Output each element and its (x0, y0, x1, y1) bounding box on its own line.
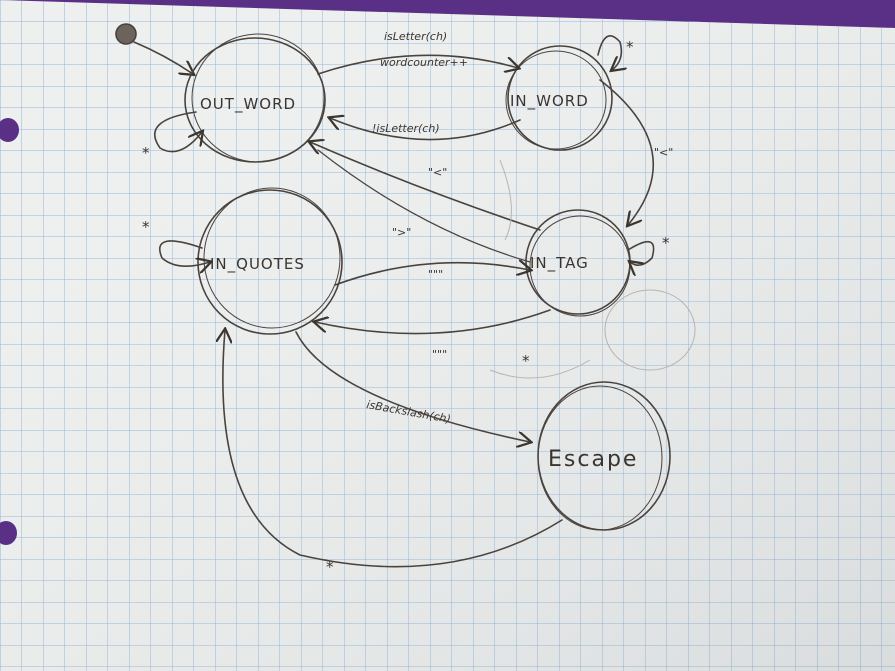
label-tag-to-quotes: """ (432, 348, 447, 361)
label-quotes-to-tag: """ (428, 268, 443, 281)
label-in-tag: IN_TAG (530, 254, 589, 273)
start-arrow (133, 41, 193, 74)
label-escape: Escape (548, 447, 638, 472)
label-in-word-to-tag: "<" (654, 146, 673, 159)
edge-escape-to-quotes (223, 330, 563, 568)
label-self-loop-quotes: * (142, 218, 151, 236)
label-is-letter: isLetter(ch) (384, 30, 447, 43)
diagram-strokes (115, 23, 671, 568)
label-tag-to-out-2: ">" (392, 226, 411, 239)
label-self-loop-in-word: * (626, 38, 635, 56)
label-escape-to-quotes: * (326, 558, 335, 576)
self-loop-out-word (154, 111, 202, 153)
binder-hole (0, 521, 17, 545)
label-in-word: IN_WORD (510, 92, 589, 111)
start-dot (115, 23, 137, 45)
binder-hole (0, 118, 19, 142)
label-in-quotes: IN_QUOTES (210, 255, 305, 274)
label-wordcounter: wordcounter++ (380, 56, 468, 69)
label-not-is-letter: !isLetter(ch) (372, 122, 440, 135)
edge-quotes-to-tag (334, 263, 530, 286)
label-tag-extra-star: * (522, 352, 531, 370)
edge-in-word-to-out (330, 118, 521, 141)
self-loop-in-quotes (159, 240, 210, 266)
edge-in-word-to-in-tag (599, 79, 655, 225)
label-self-loop-out: * (142, 144, 151, 162)
self-loop-in-word (597, 35, 621, 70)
edge-in-tag-to-out (310, 142, 541, 231)
self-loop-in-tag (628, 240, 655, 266)
edge-out-to-in-word (317, 54, 518, 75)
label-self-loop-tag: * (662, 234, 671, 252)
edge-quotes-to-escape (295, 331, 530, 442)
erased-marks (489, 159, 696, 379)
state-in-word-circle (507, 45, 613, 151)
label-tag-to-out: "<" (428, 166, 447, 179)
edge-tag-to-quotes (315, 309, 551, 335)
label-out-word: OUT_WORD (200, 95, 296, 114)
